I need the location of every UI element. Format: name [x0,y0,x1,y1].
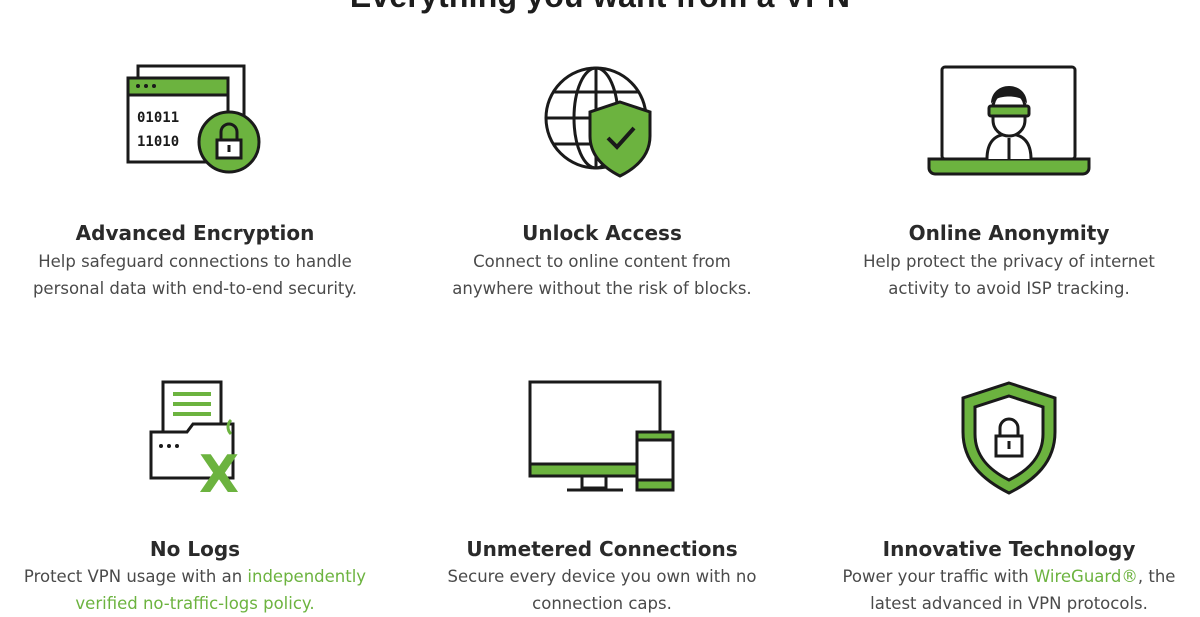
shield-lock-icon [961,381,1057,495]
monitor-phone-icon [528,380,675,492]
svg-text:11010: 11010 [137,134,179,150]
svg-text:01011: 01011 [137,110,179,126]
feature-title: Unlock Access [522,221,682,245]
independently-verified-link[interactable]: independently [247,567,367,586]
feature-title: No Logs [149,537,241,561]
feature-title: Online Anonymity [908,221,1110,245]
page-title: Everything you want from a VPN [0,0,1200,15]
feature-title: Innovative Technology [882,537,1136,561]
globe-shield-icon [544,66,652,178]
feature-title: Advanced Encryption [75,221,315,245]
no-logs-policy-link[interactable]: verified no-traffic-logs policy. [75,594,315,613]
feature-title: Unmetered Connections [466,537,738,561]
laptop-anonymous-user-icon [927,65,1091,176]
wireguard-link[interactable]: WireGuard® [1033,567,1138,586]
svg-text:X: X [199,445,239,496]
encrypted-code-lock-icon: 01011 11010 [126,64,261,174]
folder-document-x-icon: X [149,380,239,496]
